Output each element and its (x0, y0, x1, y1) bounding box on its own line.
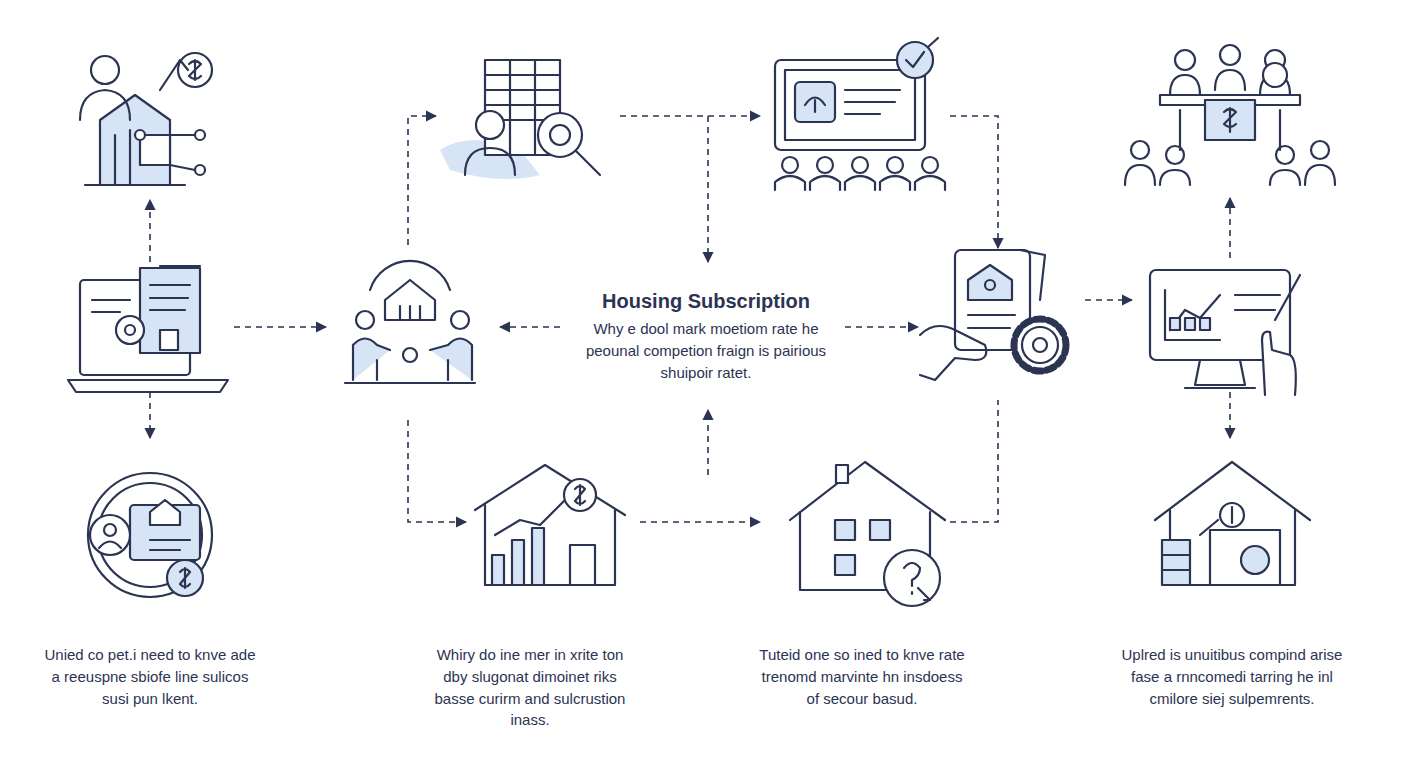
house-question-icon (790, 462, 945, 606)
subtitle-text: Why e dool mark moetiom rate he peounal … (579, 318, 834, 383)
agents-house-icon (345, 261, 475, 383)
dashed-arrows (150, 116, 1230, 522)
person-building-icon (80, 53, 212, 185)
document-gear-icon (920, 250, 1066, 380)
meeting-icon (1125, 45, 1335, 185)
diagram-title: Housing Subscription (556, 288, 856, 314)
presentation-icon (775, 38, 945, 190)
house-chart-icon (475, 465, 625, 585)
house-finance-icon (1155, 462, 1310, 585)
document-search-icon (440, 60, 600, 179)
caption-text: Uplred is unuitibus compind arise fase a… (1120, 644, 1345, 709)
caption-text: Whiry do ine mer in xrite ton dby slugon… (423, 644, 638, 731)
caption-text: Tuteid one so ined to knve rate trenomd … (755, 644, 970, 709)
caption-text: Unied co pet.i need to knve ade a reeusp… (43, 644, 258, 709)
laptop-documents-icon (68, 266, 228, 392)
profile-badge-icon (88, 473, 212, 597)
monitor-chart-icon (1150, 270, 1300, 395)
